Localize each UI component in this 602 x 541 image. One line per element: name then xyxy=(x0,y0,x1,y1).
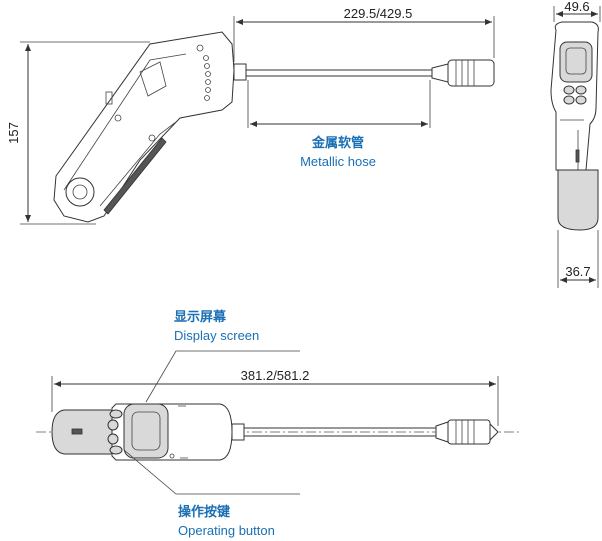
side-view-end-cap xyxy=(65,177,95,207)
top-view-probe-tip xyxy=(447,419,491,445)
side-view-body xyxy=(53,31,235,223)
side-view-buttons xyxy=(203,55,211,101)
top-view-display xyxy=(123,403,169,459)
front-view: 49.6 36.7 xyxy=(550,0,601,288)
label-hose-en: Metallic hose xyxy=(300,154,376,169)
dimension-total-length: 381.2/581.2 xyxy=(241,368,310,383)
side-view-hose xyxy=(246,69,432,77)
front-view-cap xyxy=(557,169,599,231)
top-view: 381.2/581.2 显示屏幕 Display screen 操作按键 Ope… xyxy=(36,309,520,538)
dimension-hose-length: 229.5/429.5 xyxy=(344,6,413,21)
side-view-connector xyxy=(233,63,247,81)
top-view-display-inner xyxy=(131,411,161,451)
top-view-connector xyxy=(231,423,245,441)
label-button-en: Operating button xyxy=(178,523,275,538)
side-view-grip-shade xyxy=(103,137,167,215)
dimension-front-width: 49.6 xyxy=(564,0,589,14)
side-view-screw xyxy=(114,114,122,122)
leader-display-screen xyxy=(145,350,300,403)
side-view-slot xyxy=(105,91,113,105)
side-view-probe-neck xyxy=(431,63,449,83)
side-view-screw xyxy=(196,44,204,52)
dimension-side-height: 157 xyxy=(6,122,21,144)
side-view-grip-edge xyxy=(99,121,177,207)
label-hose-cn: 金属软管 xyxy=(311,135,364,151)
side-view-notch xyxy=(139,61,167,97)
leader-operating-button xyxy=(123,449,300,495)
side-view-inner-outline xyxy=(63,53,187,191)
front-view-display-inner xyxy=(565,47,587,75)
top-view-cap-slot xyxy=(71,428,83,435)
label-button-cn: 操作按键 xyxy=(178,504,230,520)
front-view-display xyxy=(559,41,593,83)
top-view-operating-buttons xyxy=(107,409,123,455)
side-view: 157 229.5/429.5 金属软管 Metallic hose xyxy=(6,6,495,225)
front-view-indicator xyxy=(575,149,580,163)
label-screen-en: Display screen xyxy=(174,328,259,343)
side-view-screw xyxy=(148,134,156,142)
label-screen-cn: 显示屏幕 xyxy=(174,309,227,325)
dimension-front-bottom: 36.7 xyxy=(565,264,590,279)
side-view-end-cap-inner xyxy=(72,184,88,200)
side-view-probe-tip xyxy=(447,59,495,87)
top-view-hose xyxy=(244,427,436,437)
